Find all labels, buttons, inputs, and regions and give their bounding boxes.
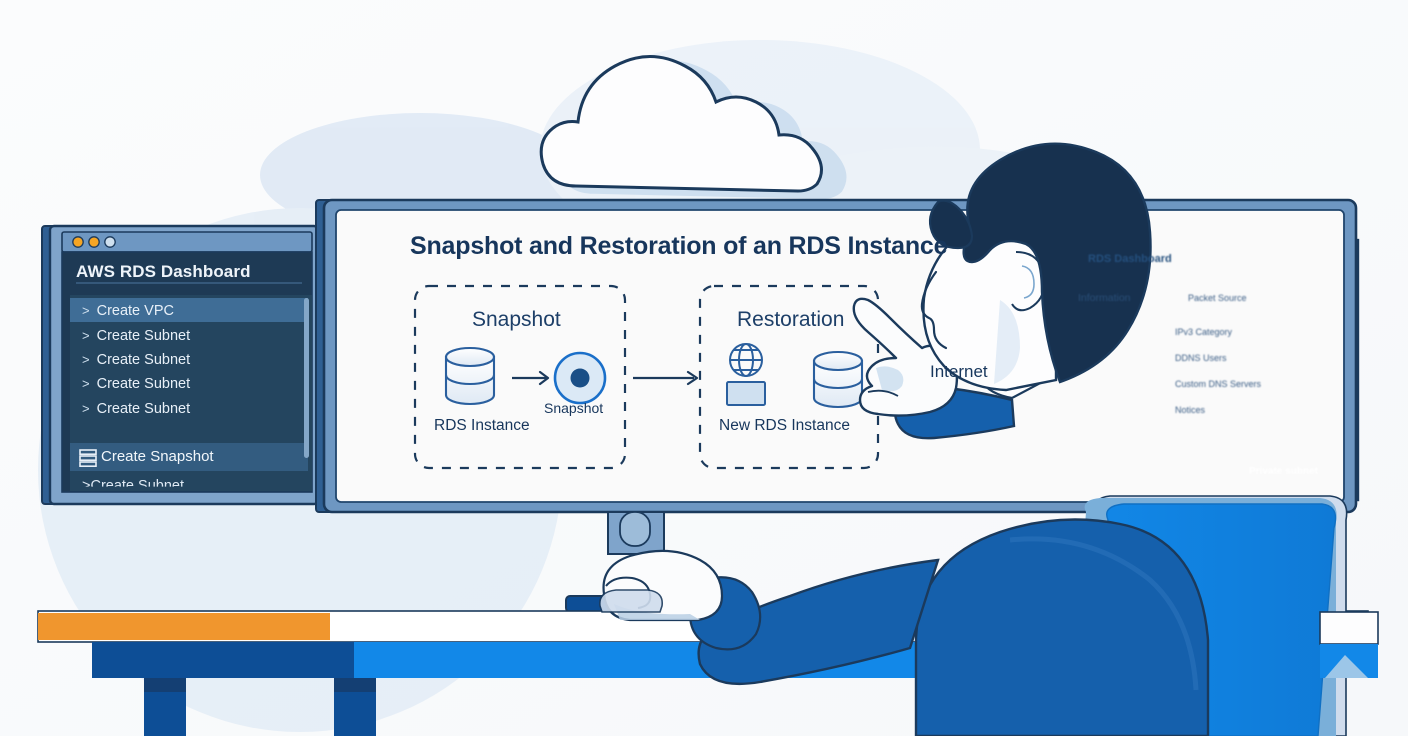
sidebar-item-0[interactable]: > Create VPC [82,303,174,319]
sidebar-item-label: Create Subnet [90,478,184,494]
sidebar-item-1[interactable]: > Create Subnet [82,328,190,344]
sidebar-item-label: Create VPC [96,303,174,319]
sidebar-item-2[interactable]: > Create Subnet [82,352,190,368]
chevron-right-icon: > [82,478,91,494]
chevron-right-icon: > [82,401,90,416]
sidebar-item-label: Create Subnet [96,401,191,417]
right-checkbox-label[interactable]: Packet Source [1188,293,1247,303]
database-cylinder-icon [444,346,496,406]
chevron-right-icon: > [82,328,90,343]
right-field-2[interactable]: Custom DNS Servers [1175,379,1262,389]
computer-mouse-icon [599,589,664,613]
right-dashboard-header: RDS Dashboard [1088,253,1172,265]
left-dashboard-title: AWS RDS Dashboard [76,262,251,281]
cloud-outline-icon [539,55,847,199]
snapshot-group-heading: Snapshot [472,308,561,331]
snapshot-disc-icon [553,351,607,405]
right-section-label: Information [1078,292,1131,304]
sidebar-item-create-snapshot[interactable]: Create Snapshot [101,448,214,465]
globe-screen-icon [726,343,766,406]
right-field-1[interactable]: DDNS Users [1175,353,1227,363]
sidebar-item-label: Create Subnet [96,328,191,344]
database-cylinder-icon [812,350,864,409]
sidebar-item-label: Create Subnet [96,376,191,392]
sidebar-item-3[interactable]: > Create Subnet [82,376,190,392]
snapshot-diagram [413,284,880,470]
chevron-right-icon: > [82,303,90,318]
database-stack-icon [79,449,97,467]
sidebar-item-4[interactable]: > Create Subnet [82,401,190,417]
snapshot-node-caption: Snapshot [544,400,604,416]
arrow-right-icon [633,370,699,386]
internet-background-label: Internet [930,362,988,381]
right-field-3[interactable]: Notices [1175,405,1206,415]
new-rds-instance-caption: New RDS Instance [719,417,850,434]
chevron-right-icon: > [82,376,90,391]
right-field-0[interactable]: IPv3 Category [1175,327,1233,337]
snapshot-group-box [413,284,627,470]
arrow-right-icon [512,370,550,386]
person [599,142,1210,736]
sidebar-item-cut-off[interactable]: >Create Subnet [82,478,184,494]
diagram-title: Snapshot and Restoration of an RDS Insta… [410,232,948,260]
sidebar-item-label: Create Subnet [96,352,191,368]
desk-orange-strip [38,613,330,640]
restoration-group-box [698,284,880,470]
left-monitor [41,224,320,506]
restoration-group-heading: Restoration [737,308,845,331]
private-subnet-button-label[interactable]: Private subnet [1249,466,1318,477]
rds-instance-caption: RDS Instance [434,417,530,434]
chevron-right-icon: > [82,352,90,367]
pointing-hand [852,297,959,417]
